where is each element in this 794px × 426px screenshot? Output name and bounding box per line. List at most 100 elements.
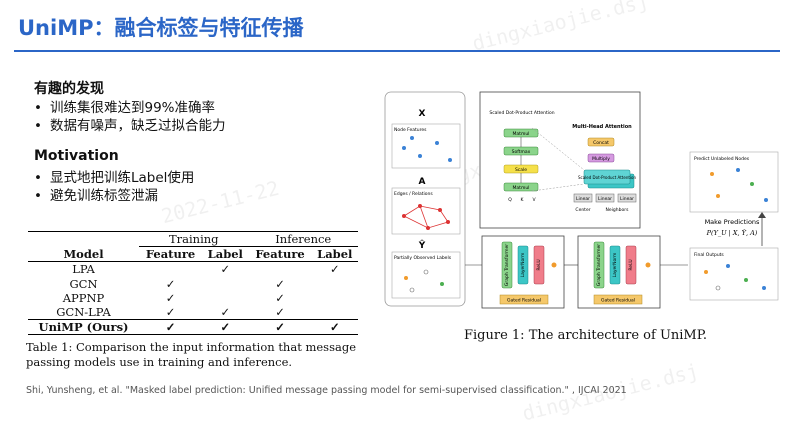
output-dot bbox=[715, 285, 721, 291]
empty-cell bbox=[312, 277, 358, 291]
findings-bullet: • 数据有噪声，缺乏过拟合能力 bbox=[34, 114, 226, 134]
pred-dot bbox=[764, 198, 768, 202]
multiply-label: Multiply bbox=[592, 156, 610, 162]
pred-dot bbox=[716, 194, 720, 198]
sdpa-label: Scaled Dot-Product Attention bbox=[578, 175, 636, 180]
a-label: A bbox=[419, 177, 426, 187]
output-dot bbox=[762, 286, 766, 290]
empty-cell bbox=[139, 262, 202, 277]
linear-box bbox=[573, 193, 593, 203]
findings-heading: 有趣的发现 bbox=[34, 81, 104, 97]
bullet-dot: • bbox=[34, 170, 42, 186]
linear-label: Linear bbox=[576, 196, 590, 202]
empty-cell bbox=[202, 277, 248, 291]
multiply-box bbox=[587, 153, 615, 163]
scale-label: Scale bbox=[515, 167, 527, 173]
check-mark: ✓ bbox=[165, 290, 176, 305]
bullet-text: 数据有噪声，缺乏过拟合能力 bbox=[50, 118, 226, 134]
graph-transformer-label: Graph Transformer bbox=[596, 244, 602, 286]
watermark: dingxiaojie.dsj bbox=[469, 0, 651, 56]
k-label: K bbox=[521, 197, 525, 203]
check-mark: ✓ bbox=[275, 290, 285, 305]
arrow-head bbox=[758, 212, 766, 218]
pred-dot bbox=[736, 168, 740, 172]
bullet-dot: • bbox=[34, 118, 42, 134]
check-mark: ✓ bbox=[165, 320, 176, 335]
layernorm-label: LayerNorm bbox=[520, 253, 526, 278]
transformer-block-2: Graph Transformer LayerNorm ReLU Gated R… bbox=[577, 235, 661, 309]
gated-residual-label: Gated Residual bbox=[601, 298, 635, 304]
bullet-dot: • bbox=[34, 188, 42, 204]
bullet-text: 训练集很难达到99%准确率 bbox=[50, 100, 216, 116]
check-mark: ✓ bbox=[165, 305, 176, 320]
softmax-label: Softmax bbox=[512, 149, 531, 155]
graph-node bbox=[446, 220, 450, 224]
table-row: UniMP (Ours)✓✓✓✓ bbox=[28, 319, 358, 335]
q-label: Q bbox=[508, 197, 512, 203]
model-name: UniMP (Ours) bbox=[38, 320, 129, 335]
bullet-text: 避免训练标签泄漏 bbox=[50, 188, 158, 204]
linear-label: Linear bbox=[620, 196, 634, 202]
sdpa-box bbox=[583, 169, 631, 185]
node-dot bbox=[448, 158, 452, 162]
node-dot bbox=[435, 141, 439, 145]
linear-box bbox=[595, 193, 615, 203]
column-header: Feature bbox=[139, 246, 203, 263]
make-predictions-label: Make Predictions bbox=[705, 218, 760, 226]
table-row: LPA✓✓ bbox=[28, 262, 358, 277]
model-name: GCN bbox=[69, 276, 98, 291]
architecture-figure: X Node Features A Edges / Relations Ŷ Pa… bbox=[384, 91, 779, 309]
label-dot bbox=[404, 276, 408, 280]
v-label: V bbox=[532, 197, 536, 203]
label-dot bbox=[440, 282, 444, 286]
gated-residual-box bbox=[593, 294, 643, 305]
edges-label: Edges / Relations bbox=[394, 191, 433, 197]
graph-transformer-box bbox=[593, 241, 605, 289]
empty-header-cell bbox=[28, 232, 139, 247]
group-header-inference: Inference bbox=[248, 231, 358, 248]
motivation-heading: Motivation bbox=[34, 148, 119, 164]
layernorm-box bbox=[517, 245, 529, 285]
check-mark: ✓ bbox=[220, 262, 231, 277]
output-node bbox=[551, 262, 557, 268]
pred-dot bbox=[710, 172, 714, 176]
table-row: APPNP✓✓ bbox=[28, 291, 358, 305]
node-dot bbox=[410, 136, 414, 140]
concat-box bbox=[587, 137, 615, 147]
motivation-bullet: • 避免训练标签泄漏 bbox=[34, 184, 158, 204]
bullet-dot: • bbox=[34, 100, 42, 116]
gated-residual-box bbox=[499, 294, 549, 305]
output-node bbox=[645, 262, 651, 268]
check-mark: ✓ bbox=[275, 305, 285, 320]
predict-unlabeled-label: Predict Unlabeled Nodes bbox=[694, 156, 750, 162]
check-mark: ✓ bbox=[165, 276, 176, 291]
concat-label: Concat bbox=[593, 140, 609, 146]
graph-transformer-box bbox=[501, 241, 513, 289]
table-row: GCN-LPA✓✓✓ bbox=[28, 305, 358, 320]
output-dot bbox=[704, 270, 708, 274]
graph-node bbox=[438, 208, 442, 212]
column-header: Model bbox=[28, 246, 140, 263]
empty-cell bbox=[249, 262, 312, 277]
partially-observed-label: Partially Observed Labels bbox=[394, 255, 452, 261]
bullet-text: 显式地把训练Label使用 bbox=[50, 170, 195, 186]
edge-line bbox=[419, 205, 429, 229]
citation: Shi, Yunsheng, et al. "Masked label pred… bbox=[26, 385, 627, 396]
relu-label: ReLU bbox=[536, 259, 542, 270]
graph-node bbox=[426, 226, 430, 230]
center-label: Center bbox=[575, 207, 590, 213]
zoom-line bbox=[531, 183, 585, 192]
findings-bullet: • 训练集很难达到99%准确率 bbox=[34, 96, 215, 116]
final-outputs-box bbox=[689, 247, 779, 301]
check-mark: ✓ bbox=[220, 320, 231, 335]
motivation-bullet: • 显式地把训练Label使用 bbox=[34, 166, 194, 186]
relu-box bbox=[625, 245, 637, 285]
predict-box bbox=[689, 151, 779, 213]
matmul-label: Matmul bbox=[513, 131, 530, 137]
scaled-dot-title: Scaled Dot-Product Attention bbox=[489, 110, 554, 116]
x-label: X bbox=[419, 109, 426, 119]
final-outputs-label: Final Outputs bbox=[694, 252, 724, 258]
gated-residual-label: Gated Residual bbox=[507, 298, 541, 304]
empty-cell bbox=[202, 291, 248, 305]
layernorm-label: LayerNorm bbox=[612, 253, 618, 278]
